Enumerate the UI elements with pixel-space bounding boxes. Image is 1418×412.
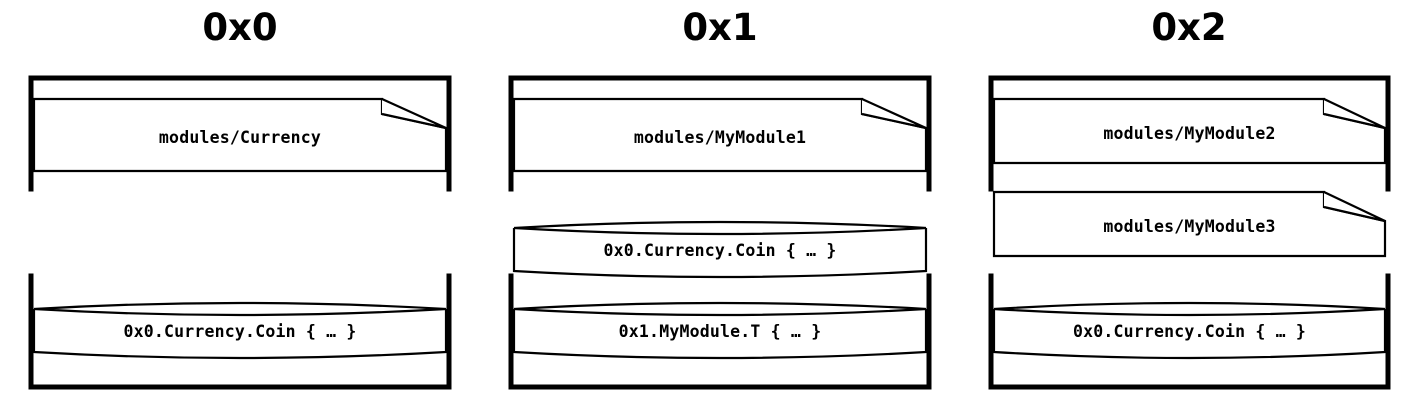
resource-cylinder-node[interactable]: 0x1.MyModule.T { … }	[511, 298, 929, 366]
account-column-0x1: 0x1 modules/MyModule1 0x0.Curren	[480, 0, 960, 412]
module-document-node[interactable]: modules/MyModule3	[991, 189, 1388, 259]
account-contents-0x0: modules/Currency 0x0.Currency.Coin { … }	[0, 0, 480, 412]
resource-cylinder-label: 0x1.MyModule.T { … }	[618, 322, 822, 341]
module-document-node[interactable]: modules/MyModule1	[511, 96, 929, 174]
resource-cylinder-label: 0x0.Currency.Coin { … }	[123, 322, 357, 341]
account-column-0x0: 0x0 modules/Currency 0x0.Currenc	[0, 0, 480, 412]
resource-cylinder-node[interactable]: 0x0.Currency.Coin { … }	[31, 298, 449, 366]
resource-cylinder-node[interactable]: 0x0.Currency.Coin { … }	[511, 217, 929, 285]
account-column-0x2: 0x2 modules/MyModule2 modules/My	[960, 0, 1418, 412]
module-document-label: modules/MyModule2	[1103, 124, 1276, 143]
account-address-title: 0x1	[682, 6, 758, 49]
resource-cylinder-label: 0x0.Currency.Coin { … }	[603, 241, 837, 260]
resource-cylinder-node[interactable]: 0x0.Currency.Coin { … }	[991, 298, 1388, 366]
account-contents-0x2: modules/MyModule2 modules/MyModule3 0x0.…	[960, 0, 1418, 412]
account-address-title: 0x0	[202, 6, 278, 49]
module-document-label: modules/MyModule1	[633, 128, 807, 147]
account-address-title: 0x2	[1151, 6, 1227, 49]
module-document-label: modules/Currency	[158, 128, 322, 147]
module-document-label: modules/MyModule3	[1103, 217, 1276, 236]
resource-cylinder-label: 0x0.Currency.Coin { … }	[1072, 322, 1307, 341]
module-document-node[interactable]: modules/Currency	[31, 96, 449, 174]
account-contents-0x1: modules/MyModule1 0x0.Currency.Coin { … …	[480, 0, 960, 412]
module-document-node[interactable]: modules/MyModule2	[991, 96, 1388, 166]
